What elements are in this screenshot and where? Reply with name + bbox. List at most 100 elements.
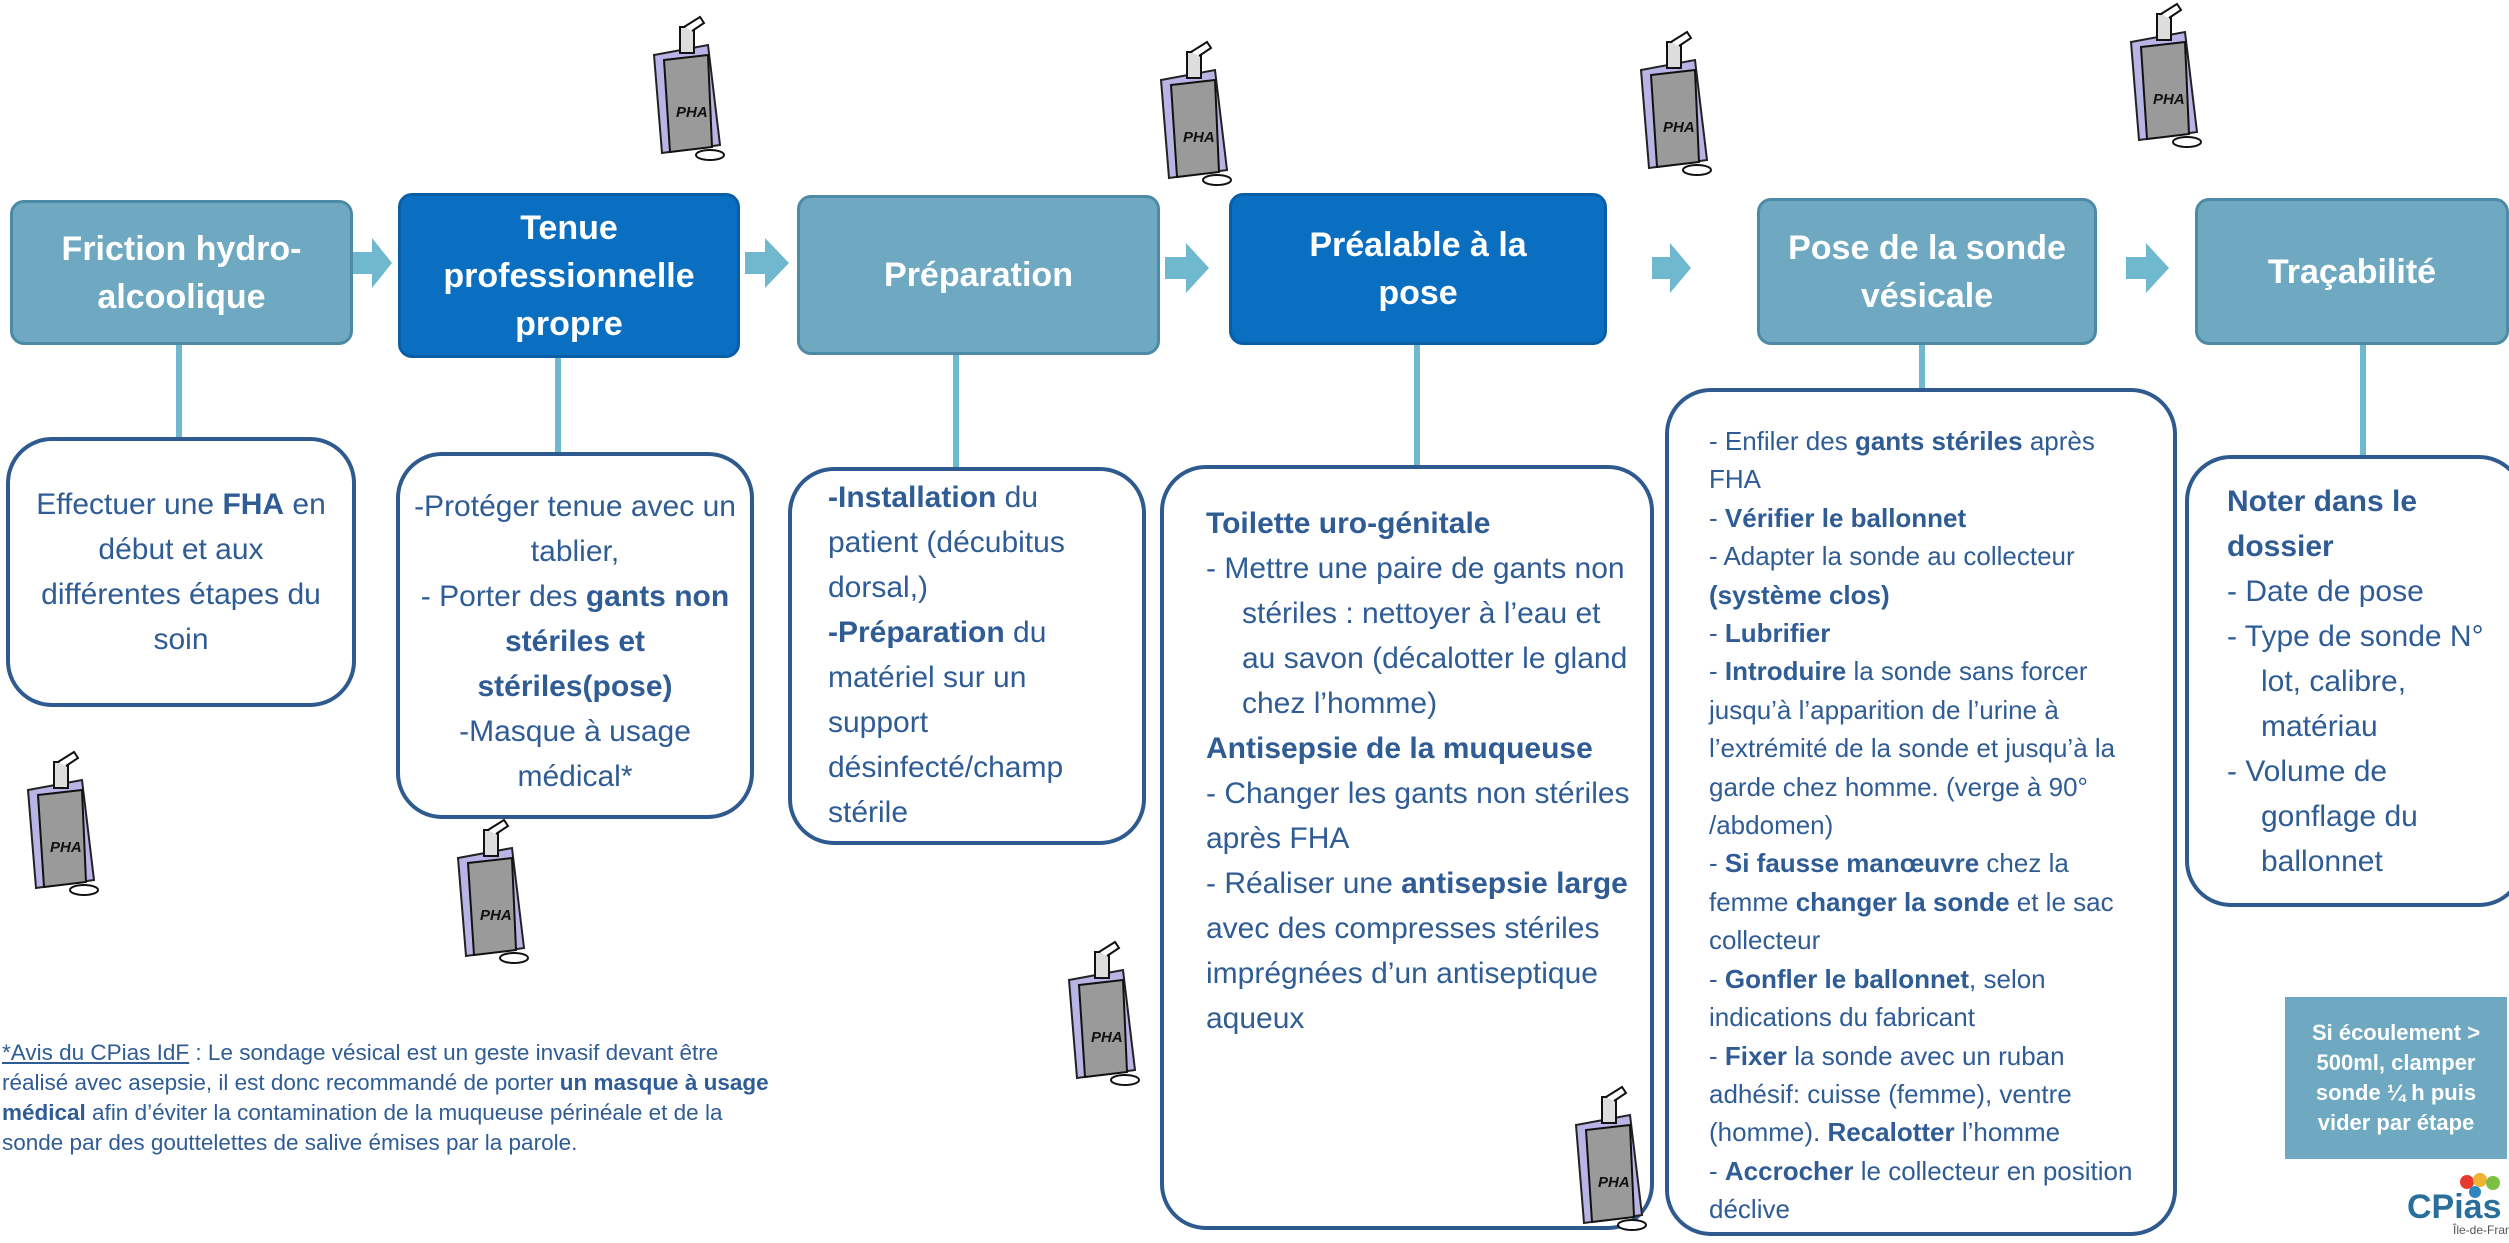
text-bold: Accrocher [1724,1155,1854,1186]
text: - [1709,1155,1725,1186]
text: la sonde avec un ruban adhésif: cuisse (… [1709,1040,2072,1148]
text: afin d’éviter la contamination de la muq… [2,1100,723,1155]
text-bold: FHA [222,488,285,521]
text-bold: -Installation [828,481,997,514]
text-bold: gants stériles [1854,426,2023,456]
pha-bottle-icon: PHA [1159,40,1232,186]
text: - [1709,618,1725,649]
text: la sonde sans forcer jusqu’à l’apparitio… [1709,656,2116,841]
box-preparation-line-1: -Installation du patient (décubitus dors… [828,475,1124,610]
box-tracabilite-line-3: - Volume de gonflage du ballonnet [2227,755,2418,878]
text: - Enfiler des [1709,426,1855,456]
box-preparation: -Installation du patient (décubitus dors… [788,467,1146,845]
drainage-warning-text: Si écoulement > 500ml, clamper sonde ¼ h… [2311,1020,2481,1135]
arrow-1-2 [352,238,392,288]
box-pose-line-6: - Si fausse manœuvre chez la femme chang… [1709,844,2149,959]
text-bold: Toilette uro-génitale [1206,507,1491,540]
logo-text: CPias [2407,1188,2502,1226]
flow-arrows [352,238,2169,293]
text: avec des compresses stériles imprégnées … [1206,912,1600,1035]
text: - Réaliser une [1206,867,1402,900]
step-pose-sonde-vesicale: Pose de la sonde vésicale [1757,198,2097,345]
pha-label: PHA [1598,1174,1630,1191]
box-prealable-line-3: - Réaliser une antisepsie large avec des… [1206,861,1630,1041]
drainage-warning-box: Si écoulement > 500ml, clamper sonde ¼ h… [2285,997,2507,1159]
pha-bottle-icon: PHA [456,818,529,964]
text: - [1709,848,1725,879]
text: le collecteur en position déclive [1709,1155,2133,1225]
logo-subtext: Île-de-France [2452,1222,2509,1237]
arrow-3-4 [1165,243,1209,293]
text: chez la femme [1709,848,2069,917]
text-bold: Antisepsie de la muqueuse [1206,732,1593,765]
pha-bottle-icon: PHA [1067,940,1140,1086]
text-bold: gants non stériles et stériles(pose) [477,580,730,703]
pha-bottle-icon: PHA [1639,30,1712,176]
box-pose-line-4: - Lubrifier [1709,614,2149,652]
text: - [1709,1040,1725,1071]
cpias-logo: CPias Île-de-France [2405,1168,2509,1238]
box-pose-line-5: - Introduire la sonde sans forcer jusqu’… [1709,652,2149,844]
pha-bottle-icon: PHA [26,750,99,896]
box-tracabilite-heading: Noter dans le dossier [2227,479,2501,569]
text: - Adapter la sonde au collecteur [1709,541,2075,572]
pha-bottle-icon: PHA [1574,1085,1647,1231]
pha-bottle-icon: PHA [2129,2,2202,148]
step-prealable-pose: Préalable à la pose [1229,193,1607,345]
pha-label: PHA [1663,119,1695,136]
step-label: Préalable à la pose [1309,226,1527,312]
step-label: Tenue professionnelle propre [443,208,695,343]
box-prealable-heading-2: Antisepsie de la muqueuse [1206,726,1630,771]
text-bold: changer la sonde [1795,886,2010,917]
box-tenue-line-2: - Porter des gants non stériles et stéri… [414,574,736,709]
box-friction-text: Effectuer une FHA en début et aux différ… [28,482,334,662]
box-pose-line-3: - Adapter la sonde au collecteur (systèm… [1709,537,2149,614]
text: l’homme [1954,1117,2061,1148]
box-pose-line-8: - Fixer la sonde avec un ruban adhésif: … [1709,1037,2149,1152]
box-tracabilite-line-1: - Date de pose [2227,575,2424,608]
box-tracabilite: Noter dans le dossier - Date de pose - T… [2185,455,2509,907]
text: , selon indications du fabricant [1709,963,2046,1033]
text: : Le sondage vésical est un geste invasi… [2,1040,719,1095]
text-bold: Vérifier le ballonnet [1724,502,1967,533]
connector-4 [1414,345,1420,465]
box-prealable-line-2: - Changer les gants non stériles après F… [1206,777,1630,855]
box-preparation-line-2: -Préparation du matériel sur un support … [828,610,1124,835]
text: - [1709,656,1725,687]
pha-bottle-icon: PHA [652,15,725,161]
text-bold: un masque à usage médical [2,1070,769,1125]
text-bold: Gonfler le ballonnet [1724,963,1970,994]
step-label: Traçabilité [2267,252,2437,291]
step-label: Préparation [884,256,1073,294]
text: du matériel sur un support désinfecté/ch… [828,616,1064,829]
pha-label: PHA [2153,91,2185,108]
pha-label: PHA [1091,1029,1123,1046]
footnote-link-text: *Avis du CPias IdF [2,1040,190,1065]
text-bold: -Préparation [828,616,1005,649]
text-bold: antisepsie large [1401,867,1628,900]
text-bold: (système clos) [1709,579,1890,610]
box-tenue-line-3: -Masque à usage médical* [459,715,691,793]
text-bold: Fixer [1724,1040,1788,1071]
box-pose-line-7: - Gonfler le ballonnet, selon indication… [1709,960,2149,1037]
box-prealable-line-1: - Mettre une paire de gants non stériles… [1206,552,1628,720]
pha-label: PHA [480,907,512,924]
text: et le sac collecteur [1709,886,2114,956]
connector-6 [2360,345,2366,455]
box-pose-sonde: - Enfiler des gants stériles après FHA -… [1665,388,2177,1236]
connector-2 [555,358,561,452]
text: en début et aux différentes étapes du so… [41,488,326,656]
step-tracabilite: Traçabilité [2195,198,2509,345]
box-tenue-line-1: -Protéger tenue avec un tablier, [414,490,736,568]
pha-label: PHA [1183,129,1215,146]
text-bold: Introduire [1724,656,1847,687]
pha-label: PHA [50,839,82,856]
box-friction: Effectuer une FHA en début et aux différ… [6,437,356,707]
step-label: Pose de la sonde vésicale [1788,228,2066,315]
box-prealable-heading-1: Toilette uro-génitale [1206,501,1630,546]
step-tenue-professionnelle: Tenue professionnelle propre [398,193,740,358]
connector-5 [1919,345,1925,388]
text-bold: Si fausse manœuvre [1724,848,1980,879]
step-label: Friction hydro-alcoolique [61,229,302,316]
